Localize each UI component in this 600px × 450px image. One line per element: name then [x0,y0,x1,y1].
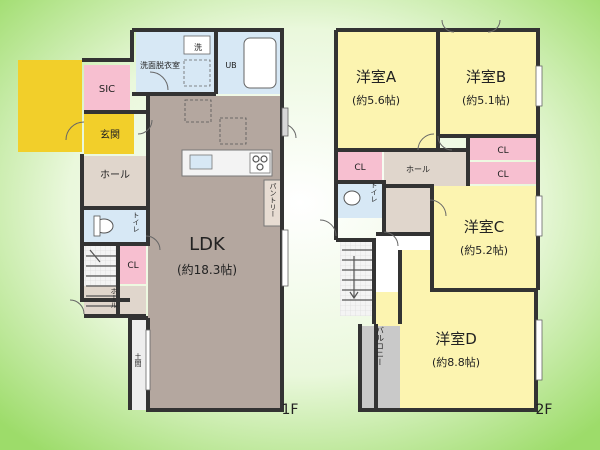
room-c-name: 洋室C [464,218,504,236]
storage-box-1 [184,99,212,123]
hall-1f [84,156,146,208]
balcony [360,326,400,410]
storage-box-2 [219,117,247,145]
ldk-size-label: (約18.3帖) [177,262,237,277]
bathtub [243,37,277,89]
entrance [84,112,134,154]
porch [18,60,82,152]
entrance-label: 玄関 [100,128,120,141]
walls-2f [334,28,540,412]
doma [130,320,148,410]
ub-label: UB [225,61,236,70]
balcony-label: バルコニー [376,326,385,366]
closet-b1 [470,138,536,160]
floor-1f-label: 1F [282,402,299,418]
floor-2f [319,19,543,412]
cl-a-label: CL [354,163,365,173]
room-c [432,186,536,290]
hall-2f-label: ホール [406,165,430,174]
closet-b2 [470,162,536,184]
windows-1f [145,107,289,391]
hall-1f-label: ホール [100,169,130,181]
room-d-name: 洋室D [435,330,477,348]
room-d-size: (約8.8帖) [432,355,480,369]
doma-label: 土間 [134,352,142,368]
kitchen-stove [249,152,271,174]
floor-2f-label: 2F [536,402,553,418]
hall-2f-lower [384,186,430,232]
sic-room [84,65,130,111]
cl-b1-label: CL [497,146,508,156]
stairs-lines-2f [342,249,372,301]
room-c-size: (約5.2帖) [460,243,508,257]
cl-b2-label: CL [497,170,508,180]
stairs-2f [340,240,374,316]
room-a-name: 洋室A [356,68,397,86]
hall-lower-label: ホール [110,288,118,309]
room-b-size: (約5.1帖) [462,93,510,107]
toilet-bowl-2f-icon [343,190,361,206]
ldk-label: LDK [189,234,226,255]
closet-1f [120,246,146,284]
room-b-name: 洋室B [466,68,506,86]
walls-1f [80,28,284,412]
room-d [376,292,536,410]
toilet-1f-label: トイレ [132,212,140,233]
toilet-2f-label: トイレ [370,182,378,203]
windows-2f [535,65,543,381]
doors-2f [319,19,501,247]
room-a [338,32,438,150]
wash-mark-label: 洗 [194,42,202,52]
washing-machine [183,59,211,87]
washbasin [183,35,211,55]
floor-1f [18,28,297,412]
room-b [440,32,538,136]
room-d-upper [400,250,432,294]
room-a-size: (約5.6帖) [352,93,400,107]
cl-1f-label: CL [127,261,138,271]
hall-2f [384,152,468,186]
pantry-label: パントリー [269,183,277,218]
kitchen-sink [189,154,213,170]
ldk-floor [148,96,282,410]
sic-label: SIC [99,84,115,95]
labels: SIC 玄関 ホール 洗面脱衣室 洗 UB LDK (約18.3帖) パントリー… [99,42,553,418]
stairs-lines-1f [86,249,116,307]
washroom-label: 洗面脱衣室 [140,60,180,70]
closet-a [338,152,382,180]
